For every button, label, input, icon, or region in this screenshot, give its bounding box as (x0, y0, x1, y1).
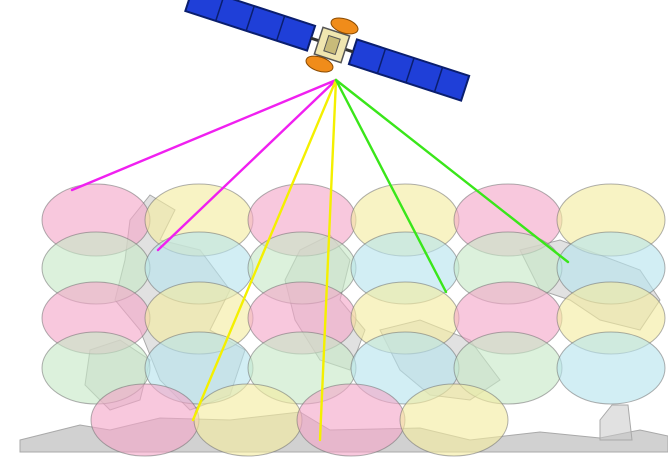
beam-line (318, 78, 338, 442)
beam-line (191, 78, 338, 422)
panel-divider (245, 5, 255, 32)
beam-lines (70, 78, 570, 442)
beam-line (156, 78, 338, 252)
solar-panel-left (184, 0, 317, 52)
antenna-dish-bottom (305, 55, 334, 73)
panel-divider (405, 57, 415, 83)
satellite-body-group (184, 0, 471, 102)
satellite-icon (184, 0, 471, 102)
panel-divider (215, 0, 225, 22)
beam-line (334, 78, 570, 264)
beam-line (334, 78, 448, 294)
antenna-dish-top (330, 17, 359, 35)
satellite-bus-detail (323, 34, 341, 56)
terrain-shape (599, 404, 633, 441)
panel-strut (344, 47, 354, 54)
panel-divider (275, 15, 286, 41)
panel-divider (376, 48, 387, 74)
solar-panel-right (347, 38, 471, 102)
panel-divider (433, 67, 444, 93)
spot-beam-cells (41, 183, 666, 457)
panel-strut (310, 36, 320, 43)
coverage-cell-yellow (399, 383, 509, 457)
coverage-cell-blue (556, 331, 666, 405)
beam-line (70, 78, 338, 192)
coverage-cell-pink (296, 383, 406, 457)
coverage-cell-yellow (193, 383, 303, 457)
coverage-cell-pink (90, 383, 200, 457)
